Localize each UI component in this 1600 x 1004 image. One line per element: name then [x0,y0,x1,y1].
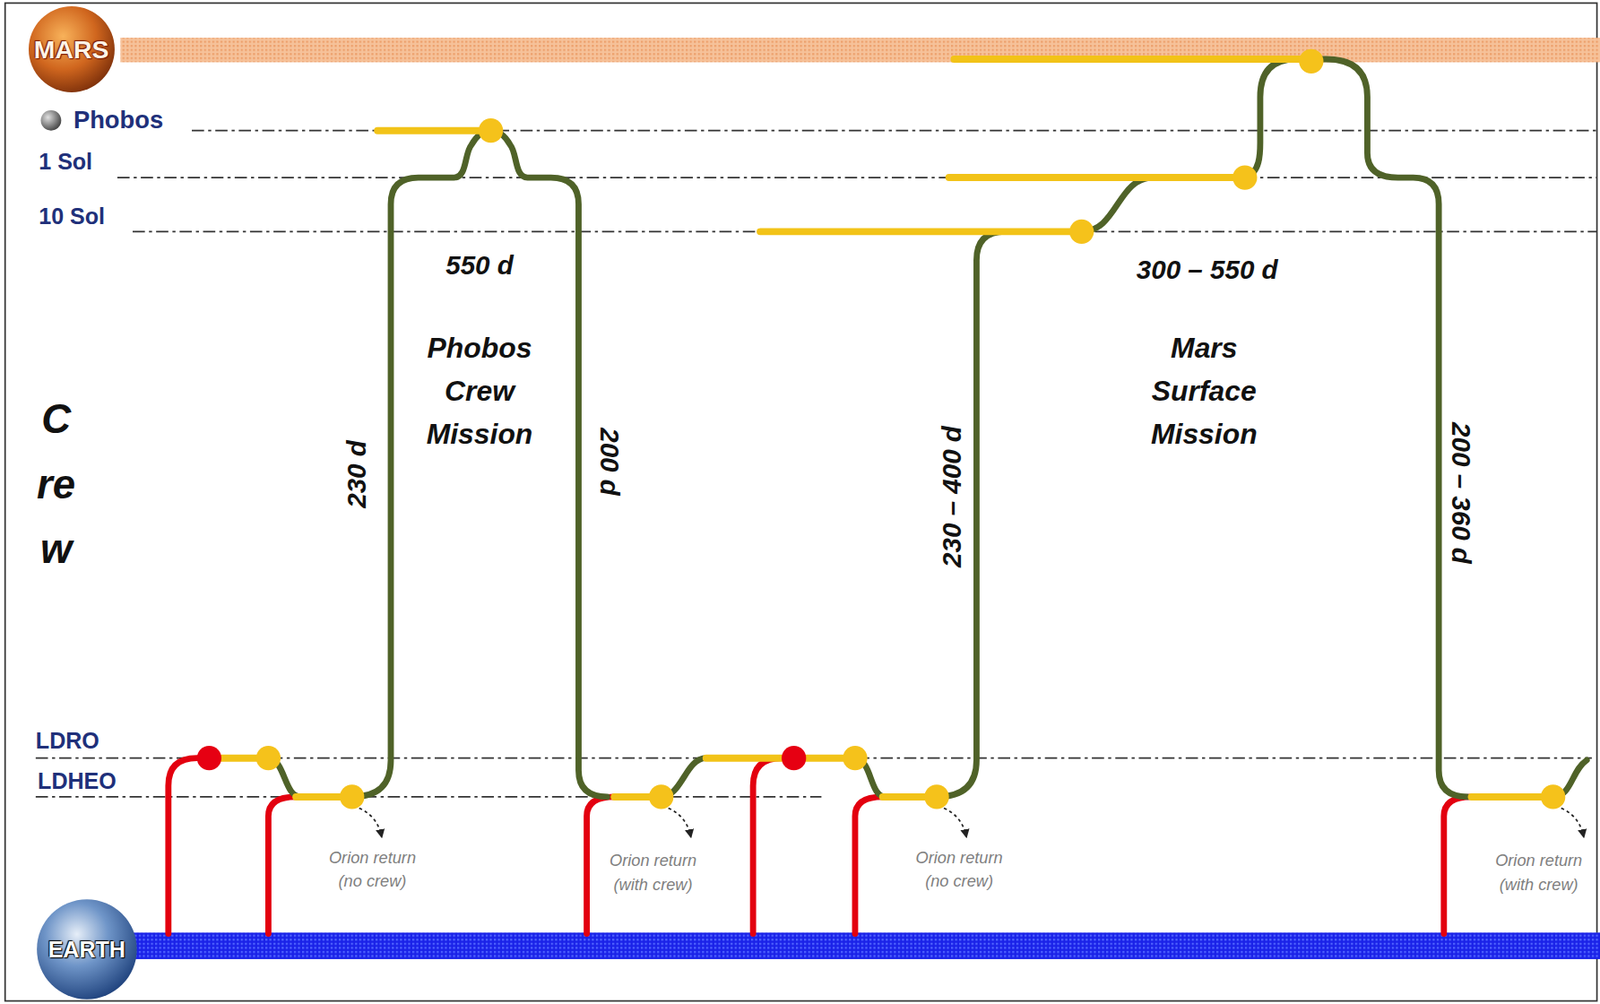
launch-path [168,758,198,935]
transit-duration: 230 – 400 d [936,425,968,568]
orbit-stay [760,227,1082,235]
return-note: Orion return (no crew) [907,846,1012,894]
orbit-name: Phobos [73,106,164,135]
launch-path [1444,796,1472,935]
ten-sol-orbit-line [132,231,1598,234]
orbit-name: 1 Sol [38,147,93,174]
orbit-stay [706,754,856,762]
event-dot [256,745,281,770]
event-dot [1232,164,1257,190]
event-dot [1069,219,1094,244]
launch-path [268,796,296,935]
event-dot [924,784,949,809]
event-dot [1540,784,1566,809]
return-note: Orion return (with crew) [1486,848,1592,897]
return-arrow [668,807,692,837]
event-dot [1298,49,1324,74]
orbit-name: LDHEO [37,767,117,794]
mars-icon: MARS [27,5,116,94]
orbit-stay [1471,793,1554,801]
event-dot [648,784,674,809]
event-dot [197,745,222,770]
transit-duration: 200 – 360 d [1445,422,1477,564]
stay-duration: 300 – 550 d [1136,254,1279,286]
outbound-path [936,231,1082,797]
return-arrow [943,807,967,837]
planet-disc [28,6,115,93]
event-dot [781,745,806,770]
earth-icon: EARTH [35,898,139,1001]
phobos-orbit-line [191,129,1598,132]
event-dot [842,745,867,770]
mars-stay [953,55,1311,63]
orbit-stay [949,173,1246,182]
mission-name: Mars Surface Mission [1150,327,1258,456]
ldheo-orbit-line [35,795,822,798]
phobos-stay [377,127,491,135]
one-sol-orbit-line [117,176,1598,179]
return-arrow [1561,807,1584,837]
planet-name: EARTH [48,935,126,962]
planet-disc [36,899,138,1000]
event-dot [339,784,364,809]
return-arrow [359,807,382,837]
phobos-mission-path [352,130,608,797]
transit-duration: 200 d [594,427,625,496]
mars-band [120,37,1600,62]
return-note: Orion return (with crew) [600,848,706,897]
orbit-name: 10 Sol [38,203,105,230]
launch-path [855,796,883,935]
launch-path [752,758,782,935]
mission-name: Phobos Crew Mission [426,327,534,456]
phobos-icon [41,110,62,131]
event-dot [478,118,503,143]
axis-title: Crew [35,386,78,583]
return-note: Orion return (no crew) [320,846,425,894]
surface-mission-path [1245,59,1468,797]
planet-name: MARS [34,34,110,64]
stay-duration: 550 d [445,250,514,281]
transfer-path [1081,177,1246,232]
orbit-name: LDRO [35,727,100,754]
frame [5,2,1598,1001]
earth-band [132,932,1600,960]
transit-duration: 230 d [341,441,372,510]
